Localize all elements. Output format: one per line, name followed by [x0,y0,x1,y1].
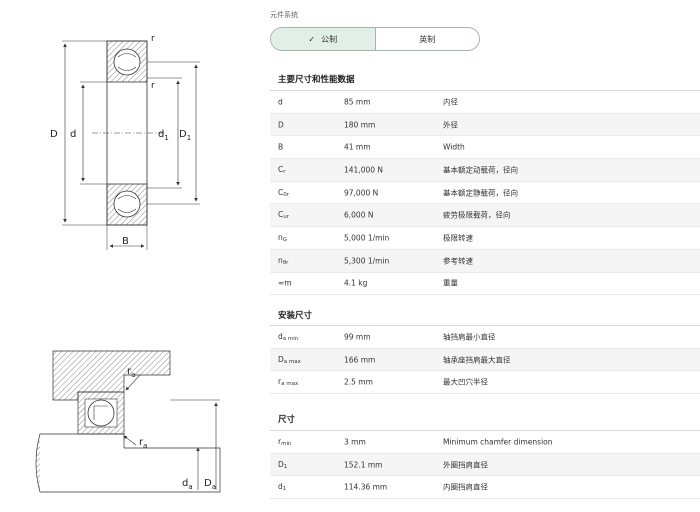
row-value: 114.36 mm [344,482,388,492]
row-symbol: nG [278,232,288,243]
section-title-dimensions: 尺寸 [278,415,296,425]
table-row: ra max 2.5 mm 最大凹穴半径 [270,371,700,395]
table-row: Da max 166 mm 轴承座挡肩最大直径 [270,348,700,372]
row-symbol: d1 [278,482,287,493]
table-row: rmin 3 mm Minimum chamfer dimension [270,431,700,454]
table-row: Cr 141,000 N 基本额定动载荷，径向 [270,159,700,182]
row-value: 152.1 mm [344,460,383,470]
label-D1: D1 [179,129,191,142]
row-description: 重量 [443,278,458,288]
row-symbol: Cur [278,210,289,221]
label-da: da [182,478,193,491]
table-row: da min 99 mm 轴挡肩最小直径 [270,326,700,349]
row-symbol: d [278,97,283,107]
label-ra-bottom: ra [139,437,147,450]
table-row: ≈m 4.1 kg 重量 [270,273,700,296]
row-value: 180 mm [344,120,376,130]
section-divider [270,325,700,326]
main-dimensions-table: d 85 mm 内径 D 180 mm 外径 B 41 mm Width Cr 141,000… [270,91,700,296]
row-value: 6,000 N [344,210,374,220]
dimension-lines [62,40,200,250]
label-Da: Da [204,478,216,491]
row-description: 疲劳极限载荷，径向 [443,210,511,220]
row-symbol: C0r [278,187,290,198]
row-value: 97,000 N [344,188,379,198]
table-row: d1 114.36 mm 内圈挡肩直径 [270,476,700,500]
metric-label: 公制 [321,34,338,44]
check-icon: ✓ [308,34,316,44]
table-row: nG 5,000 1/min 极限转速 [270,227,700,250]
row-description: Minimum chamfer dimension [443,437,553,447]
row-value: 5,000 1/min [344,233,390,243]
table-row: D 180 mm 外径 [270,113,700,137]
row-value: 2.5 mm [344,377,373,387]
row-symbol: ≈m [278,278,292,288]
label-d: d [70,129,76,140]
row-description: 基本额定静载荷，径向 [443,188,518,198]
data-panel: 元件系统 ✓ 公制 英制 主要尺寸和性能数据 d 85 mm 内径 D 180 mm 外… [270,0,700,508]
unit-toggle: ✓ 公制 英制 [270,27,480,51]
unit-system-label: 元件系统 [270,11,298,19]
row-description: 外圈挡肩直径 [443,460,488,470]
bearing-drawings: D d d1 D1 B r r ra ra da D [0,0,262,508]
imperial-option[interactable]: 英制 [376,28,480,50]
row-symbol: D1 [278,459,288,470]
mounting-section [35,350,221,493]
row-symbol: rmin [278,436,292,447]
label-r-mid: r [151,81,155,91]
row-value: 41 mm [344,142,371,152]
table-row: d 85 mm 内径 [270,91,700,114]
label-r-top: r [151,34,155,44]
row-symbol: da min [278,331,299,342]
mounting-dimensions-table: da min 99 mm 轴挡肩最小直径 Da max 166 mm 轴承座挡肩最大直径… [270,326,700,395]
bearing-diagram-svg: D d d1 D1 B r r ra ra da D [35,34,221,493]
row-symbol: D [278,120,284,130]
row-symbol: ra max [278,377,299,388]
label-d1: d1 [158,129,169,142]
row-value: 85 mm [344,97,371,107]
label-ra-top: ra [127,366,135,379]
table-row: Cur 6,000 N 疲劳极限载荷，径向 [270,204,700,228]
metric-option[interactable]: ✓ 公制 [271,28,376,50]
label-D: D [50,129,58,140]
row-value: 99 mm [344,332,371,342]
table-row: B 41 mm Width [270,136,700,160]
row-symbol: Cr [278,164,286,175]
row-description: 内圈挡肩直径 [443,482,488,492]
row-description: 轴承座挡肩最大直径 [443,355,511,365]
row-description: 参考转速 [443,256,473,266]
label-B: B [122,236,129,247]
row-symbol: nϑr [278,255,289,266]
row-description: Width [443,142,465,152]
section-divider [270,430,700,431]
row-description: 轴挡肩最小直径 [443,332,496,342]
row-description: 内径 [443,97,458,107]
imperial-label: 英制 [419,34,436,44]
section-title-main: 主要尺寸和性能数据 [278,75,355,85]
row-symbol: Da max [278,354,301,365]
row-value: 4.1 kg [344,278,368,288]
row-value: 166 mm [344,355,376,365]
table-row: nϑr 5,300 1/min 参考转速 [270,249,700,273]
table-row: C0r 97,000 N 基本额定静载荷，径向 [270,182,700,205]
row-value: 5,300 1/min [344,256,390,266]
row-description: 基本额定动载荷，径向 [443,165,518,175]
section-divider [270,90,700,91]
dimensions-table: rmin 3 mm Minimum chamfer dimension D1 152.… [270,431,700,500]
table-row: D1 152.1 mm 外圈挡肩直径 [270,453,700,477]
row-description: 极限转速 [443,233,473,243]
row-description: 最大凹穴半径 [443,377,488,387]
row-symbol: B [278,142,284,152]
row-description: 外径 [443,120,458,130]
bearing-cross-section [92,40,164,226]
row-value: 141,000 N [344,165,384,175]
section-title-mounting: 安装尺寸 [278,311,313,321]
row-value: 3 mm [344,437,366,447]
